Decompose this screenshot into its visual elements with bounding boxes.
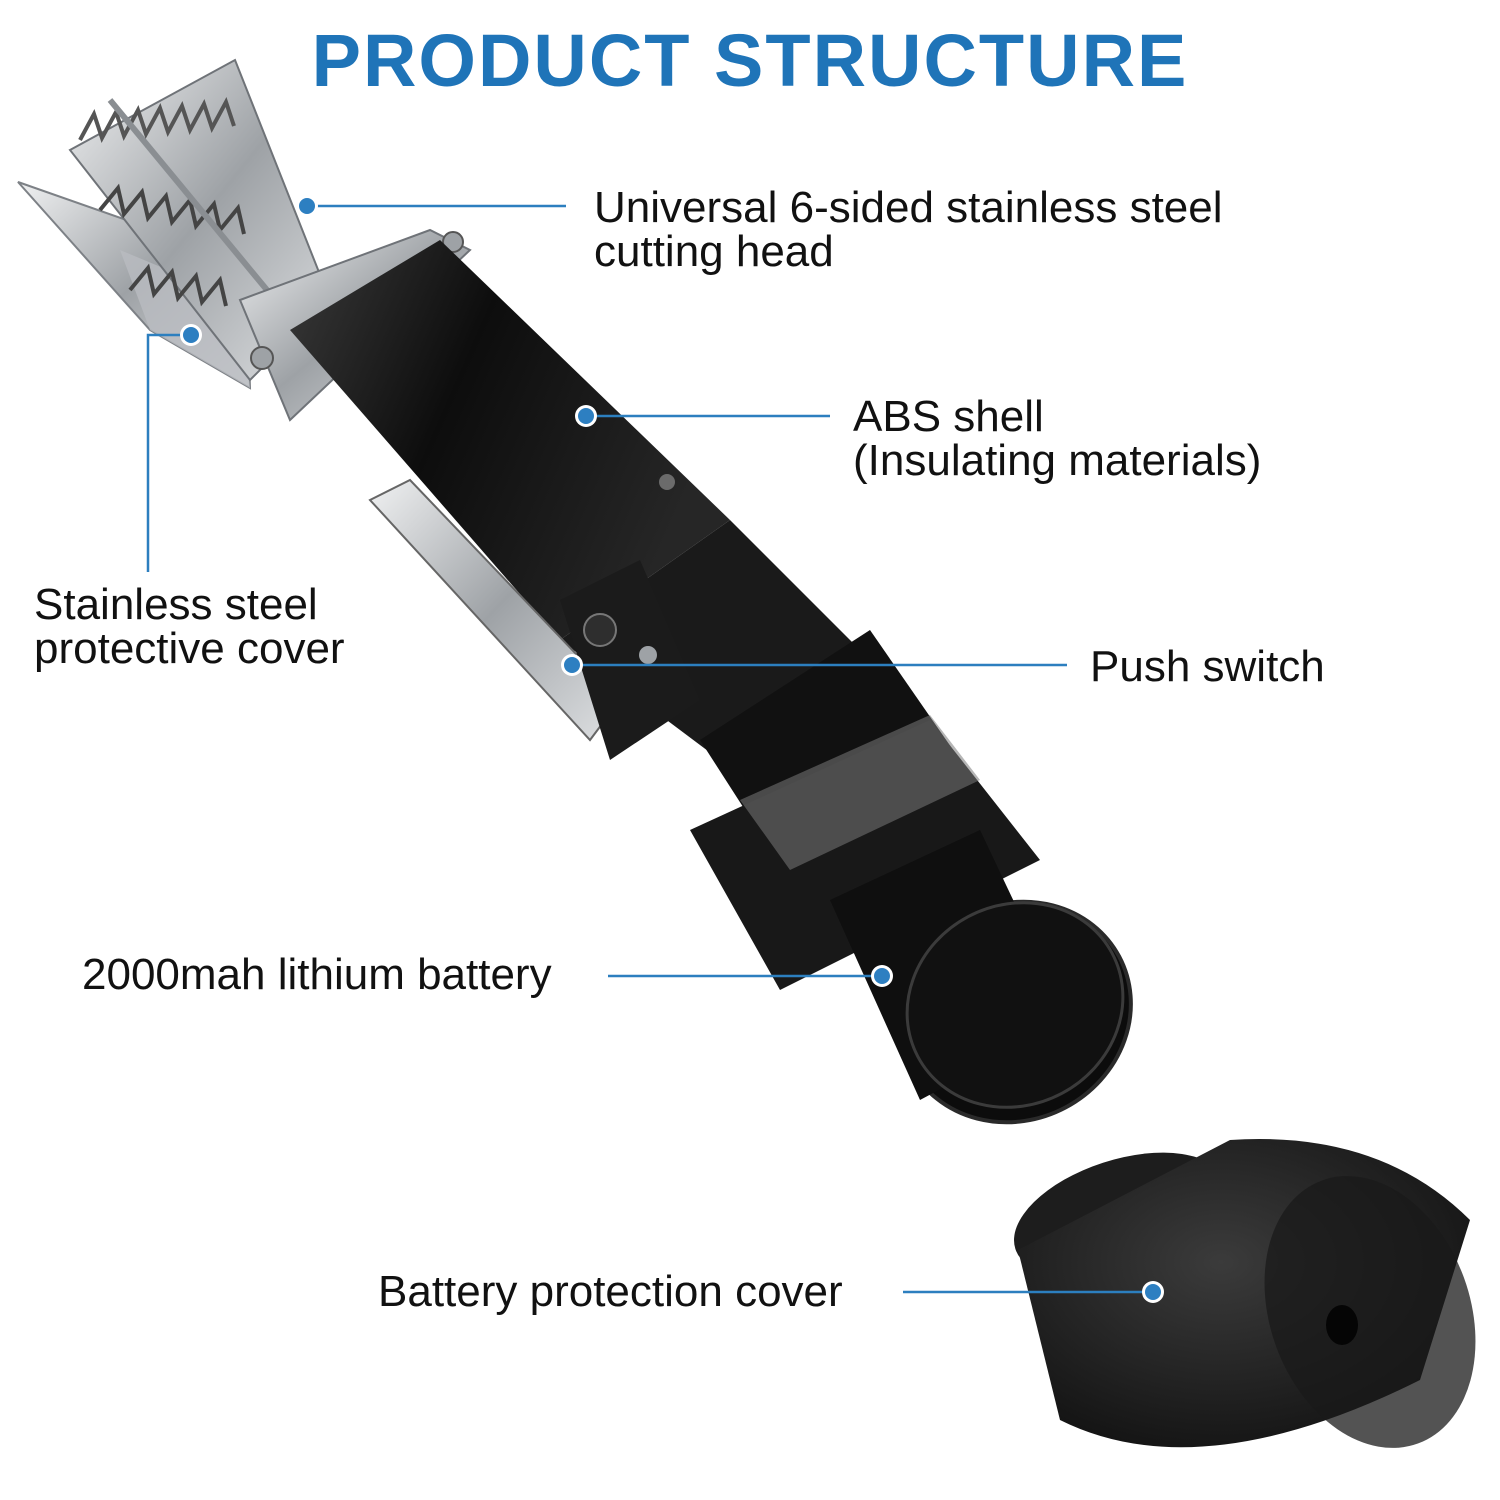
callout-dot <box>874 968 890 984</box>
callout-line: (Insulating materials) <box>853 436 1262 485</box>
callout-dot <box>299 198 315 214</box>
callout-leaders <box>146 195 1164 1303</box>
callout-dot <box>1145 1284 1161 1300</box>
callout-line: protective cover <box>34 624 345 673</box>
callout-dot <box>183 327 199 343</box>
callout-line: Stainless steel <box>34 580 318 629</box>
callout-label-battery: 2000mah lithium battery <box>82 953 552 997</box>
push-switch-shape <box>368 478 700 760</box>
callout-label-protective-cover: Stainless steel protective cover <box>34 583 345 671</box>
callout-line: ABS shell <box>853 392 1044 441</box>
battery-shape <box>690 715 1133 1125</box>
leader-protective-cover <box>146 333 191 572</box>
callout-label-abs-shell: ABS shell (Insulating materials) <box>853 395 1261 483</box>
callout-dot <box>564 657 580 673</box>
callout-dot <box>578 408 594 424</box>
callout-line: Universal 6-sided stainless steel <box>594 183 1223 232</box>
callout-label-push-switch: Push switch <box>1090 645 1325 689</box>
callout-line: cutting head <box>594 227 834 276</box>
callout-label-battery-cover: Battery protection cover <box>378 1270 843 1314</box>
callout-label-cutting-head: Universal 6-sided stainless steel cuttin… <box>594 186 1223 274</box>
callout-line: Push switch <box>1090 642 1325 691</box>
callout-line: 2000mah lithium battery <box>82 950 552 999</box>
page-title: PRODUCT STRUCTURE <box>311 19 1189 102</box>
callout-line: Battery protection cover <box>378 1267 843 1316</box>
battery-cover-shape <box>1014 1139 1476 1448</box>
